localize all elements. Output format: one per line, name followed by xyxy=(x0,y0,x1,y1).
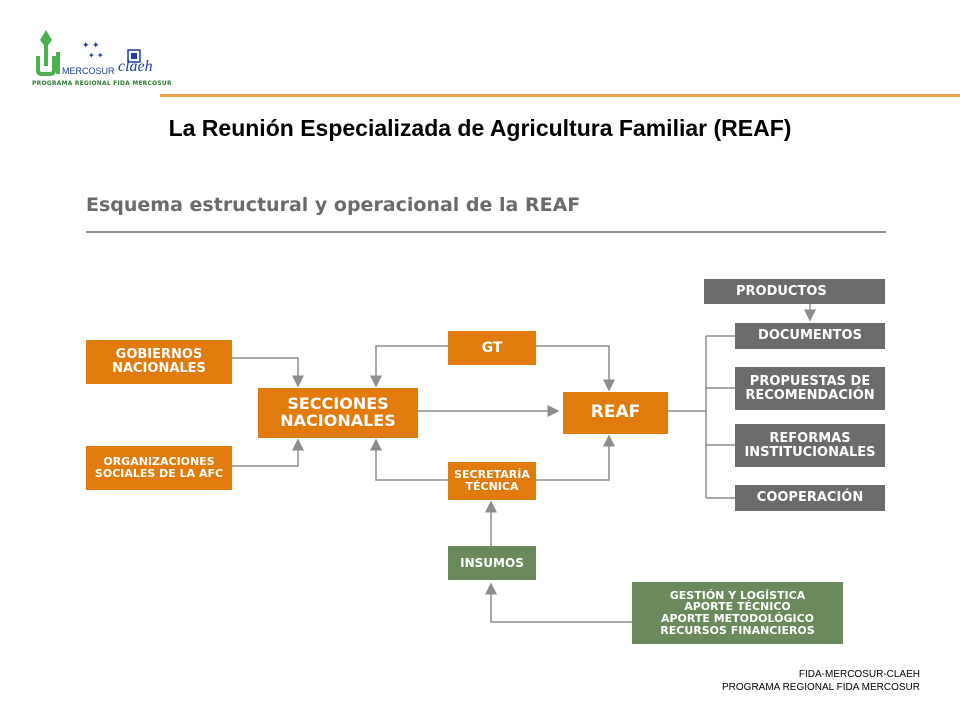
logo-claeh-text: claeh xyxy=(118,58,153,75)
connector-gestion-insumos xyxy=(485,582,632,623)
page-title: La Reunión Especializada de Agricultura … xyxy=(168,115,792,141)
connector-organizaciones-secciones xyxy=(232,438,304,467)
logo-caption: PROGRAMA REGIONAL FIDA MERCOSUR xyxy=(32,80,172,87)
footer-line-2: PROGRAMA REGIONAL FIDA MERCOSUR xyxy=(722,682,920,693)
header-divider xyxy=(160,94,960,97)
node-reaf: REAF xyxy=(563,392,668,434)
node-secretaria-tecnica: SECRETARÍA TÉCNICA xyxy=(448,462,536,500)
node-gobiernos-nacionales: GOBIERNOS NACIONALES xyxy=(86,340,232,384)
connector-gt-secciones xyxy=(370,345,448,388)
svg-text:✦ ✦: ✦ ✦ xyxy=(88,51,104,60)
node-cooperacion: COOPERACIÓN xyxy=(735,485,885,511)
node-secciones-nacionales: SECCIONES NACIONALES xyxy=(258,388,418,438)
wheat-logo-icon: ✦ ✦ ✦ ✦ xyxy=(36,30,141,76)
footer: FIDA-MERCOSUR-CLAEH PROGRAMA REGIONAL FI… xyxy=(722,668,920,694)
node-propuestas-recomendacion: PROPUESTAS DE RECOMENDACIÓN xyxy=(735,367,885,410)
connector-secretaria-reaf xyxy=(536,434,615,481)
footer-line-1: FIDA-MERCOSUR-CLAEH xyxy=(798,669,920,680)
subtitle-divider xyxy=(86,231,886,233)
node-organizaciones-sociales: ORGANIZACIONES SOCIALES DE LA AFC xyxy=(86,446,232,490)
connector-secretaria-secciones xyxy=(370,438,448,481)
node-gt: GT xyxy=(448,331,536,365)
svg-text:✦ ✦: ✦ ✦ xyxy=(82,40,100,50)
node-gestion-logistica: GESTIÓN Y LOGÍSTICA APORTE TÉCNICO APORT… xyxy=(632,582,843,644)
connector-gobiernos-secciones xyxy=(232,357,304,388)
node-productos: PRODUCTOS xyxy=(704,279,885,304)
fida-mercosur-claeh-logo: ✦ ✦ ✦ ✦ xyxy=(30,26,160,92)
connector-gt-reaf xyxy=(536,345,615,392)
node-reformas-institucionales: REFORMAS INSTITUCIONALES xyxy=(735,424,885,467)
diagram-subtitle: Esquema estructural y operacional de la … xyxy=(86,194,581,216)
logo-mercosur-text: MERCOSUR xyxy=(62,66,115,76)
node-documentos: DOCUMENTOS xyxy=(735,323,885,349)
node-insumos: INSUMOS xyxy=(448,546,536,580)
